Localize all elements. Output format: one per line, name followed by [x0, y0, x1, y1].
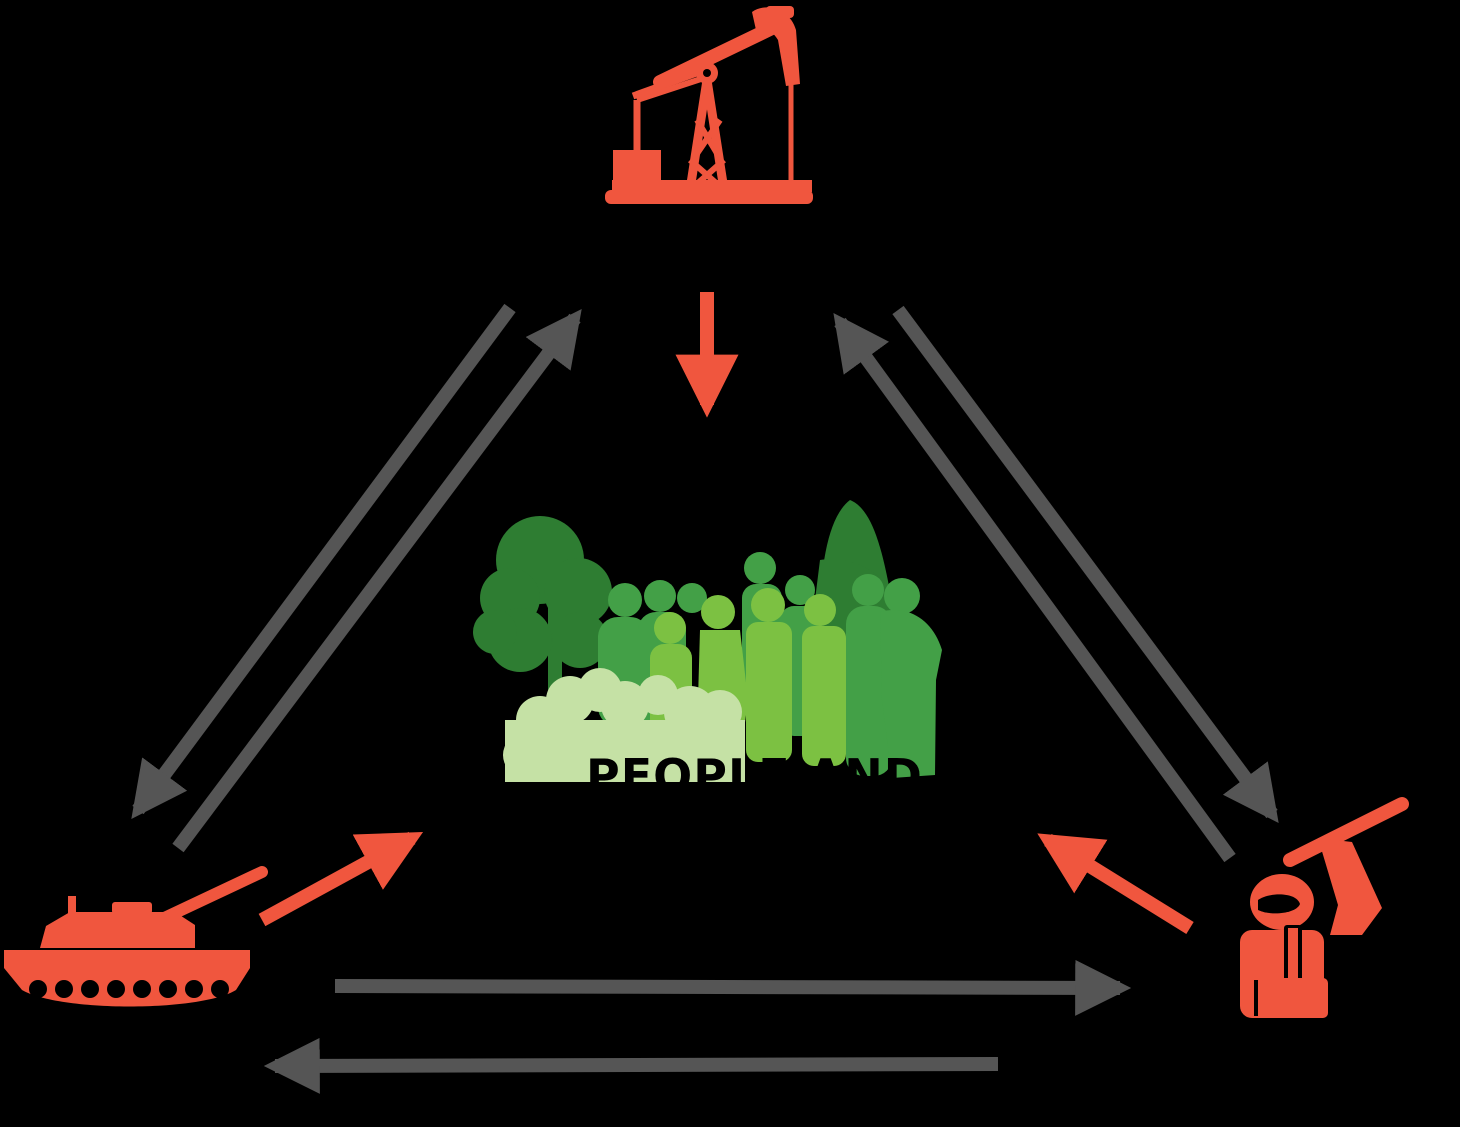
- arrow-armed-group-to-military: [263, 1037, 999, 1094]
- arrow-armed-group-to-people: [1037, 833, 1194, 934]
- center-label: PEOPLE AND: [586, 749, 923, 803]
- arrow-military-to-armed-group: [334, 959, 1132, 1016]
- relation-arrows: [131, 303, 1279, 1094]
- oil-pumpjack-icon: [605, 6, 813, 204]
- people-and-nature-icon: PEOPLE AND: [473, 500, 942, 803]
- arrow-oil-to-military: [131, 303, 516, 819]
- influence-arrows: [258, 292, 1194, 934]
- arrow-military-to-oil: [172, 309, 582, 853]
- arrow-armed-group-to-oil: [833, 312, 1236, 863]
- armed-soldier-icon: [1240, 797, 1409, 1018]
- arrow-military-to-people: [258, 831, 424, 927]
- arrow-oil-to-armed-group: [892, 305, 1279, 823]
- tank-icon: [4, 866, 268, 1007]
